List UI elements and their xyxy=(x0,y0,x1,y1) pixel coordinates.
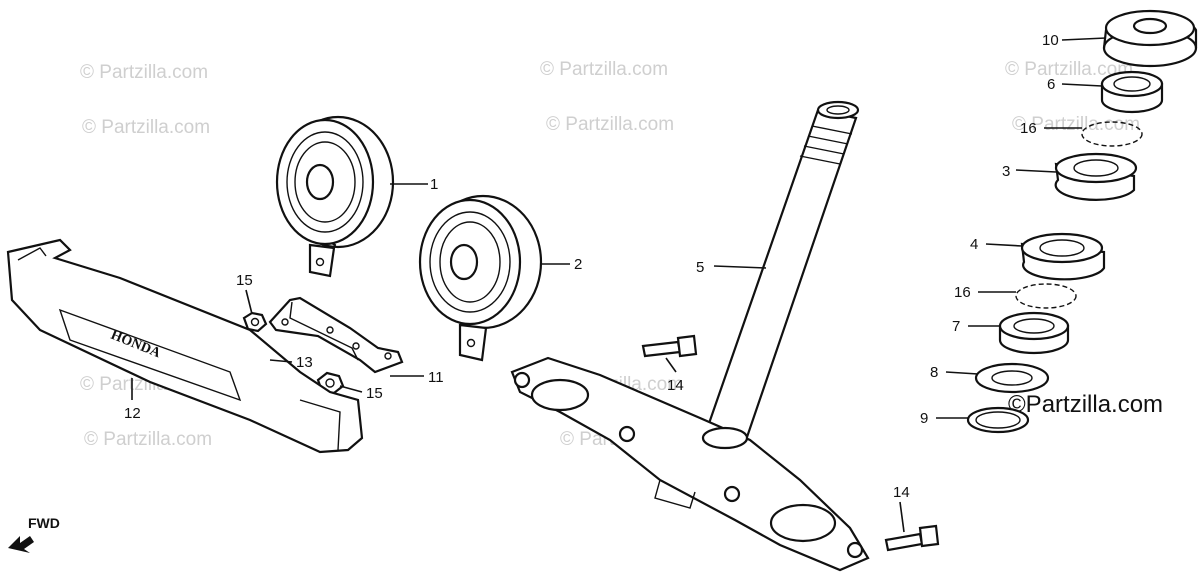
callout-15-lower: 15 xyxy=(366,385,383,402)
callout-16-lower: 16 xyxy=(954,284,971,301)
callout-4: 4 xyxy=(970,236,978,253)
callout-9: 9 xyxy=(920,410,928,427)
washer-part-9 xyxy=(966,406,1030,434)
callout-12: 12 xyxy=(124,405,141,422)
steel-ball-part-16-lower xyxy=(1015,283,1077,309)
bearing-race-part-4 xyxy=(1020,232,1106,281)
watermark: © Partzilla.com xyxy=(546,114,674,135)
callout-5: 5 xyxy=(696,259,704,276)
watermark: © Partzilla.com xyxy=(80,62,208,83)
callout-1: 1 xyxy=(430,176,438,193)
callout-3: 3 xyxy=(1002,163,1010,180)
bearing-race-part-3 xyxy=(1054,152,1138,201)
watermark-main: ©Partzilla.com xyxy=(1008,391,1163,418)
horn-bracket-part-11 xyxy=(268,296,404,374)
callout-14-lower: 14 xyxy=(893,484,910,501)
watermark: © Partzilla.com xyxy=(1012,114,1140,135)
callout-16-upper: 16 xyxy=(1020,120,1037,137)
bearing-race-part-6 xyxy=(1100,70,1164,114)
watermark: © Partzilla.com xyxy=(84,429,212,450)
callout-6: 6 xyxy=(1047,76,1055,93)
callout-7: 7 xyxy=(952,318,960,335)
steel-ball-part-16-upper xyxy=(1081,121,1143,147)
watermark: © Partzilla.com xyxy=(1005,59,1133,80)
leader-lines xyxy=(131,37,1107,533)
bearing-race-part-7 xyxy=(998,311,1070,355)
bolt-part-14-lower xyxy=(884,524,940,552)
front-emblem-part-12: HONDA xyxy=(6,238,364,454)
callout-13: 13 xyxy=(296,354,313,371)
forward-direction-indicator: FWD xyxy=(8,515,60,553)
callout-10: 10 xyxy=(1042,32,1059,49)
horn-part-1 xyxy=(275,115,395,278)
watermark: © Partzilla.com xyxy=(540,59,668,80)
callout-11: 11 xyxy=(428,369,444,386)
callout-14-upper: 14 xyxy=(667,377,684,394)
callout-8: 8 xyxy=(930,364,938,381)
dust-seal-part-8 xyxy=(974,362,1050,394)
forward-label: FWD xyxy=(28,515,60,531)
stem-nut-part-10 xyxy=(1102,9,1198,68)
steering-stem-part-5 xyxy=(510,100,870,572)
callout-2: 2 xyxy=(574,256,582,273)
horn-part-2 xyxy=(418,194,543,362)
bolt-part-14-upper xyxy=(641,334,698,358)
watermark: © Partzilla.com xyxy=(82,117,210,138)
callout-numbers: 1 2 5 10 6 16 3 4 16 7 8 9 15 13 15 11 1… xyxy=(124,32,1059,501)
callout-15-upper: 15 xyxy=(236,272,253,289)
